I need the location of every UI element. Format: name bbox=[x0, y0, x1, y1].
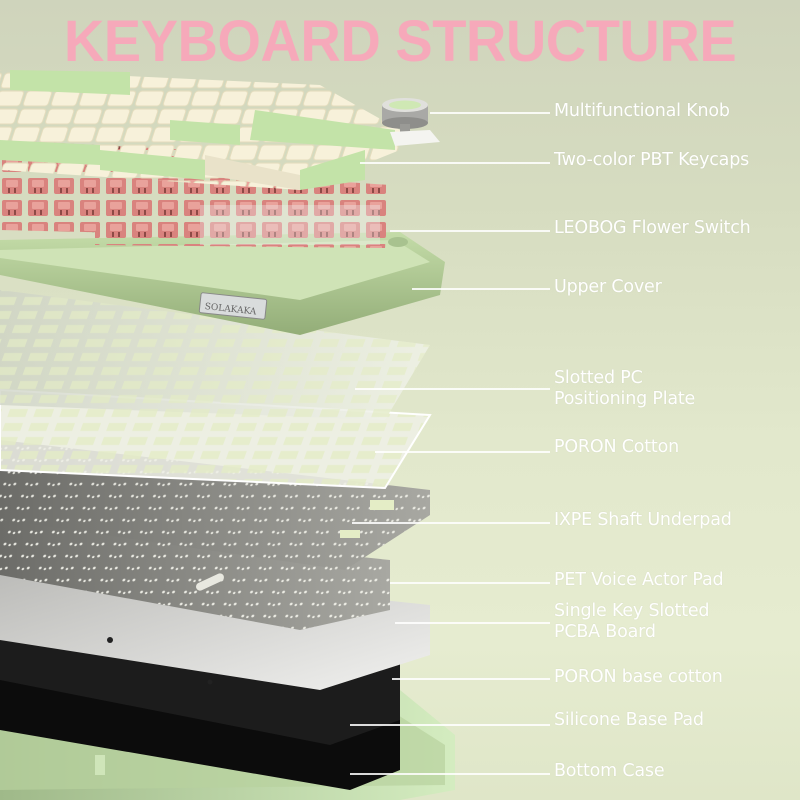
leader-line-bottom-case bbox=[350, 773, 550, 775]
label-bottom-case: Bottom Case bbox=[554, 761, 665, 781]
upper-cover-layer: SOLAKAKA bbox=[0, 232, 445, 335]
label-pcba-line-1: Single Key Slotted bbox=[554, 601, 710, 621]
leader-line-poron-base bbox=[392, 678, 550, 680]
label-upper-cover: Upper Cover bbox=[554, 277, 662, 297]
label-poron-cotton: PORON Cotton bbox=[554, 437, 679, 457]
label-pcba: Single Key Slotted PCBA Board bbox=[554, 601, 710, 643]
leader-line-pc-plate bbox=[355, 388, 550, 390]
pet-pad-layer bbox=[0, 520, 390, 630]
leader-line-poron-cotton bbox=[375, 451, 550, 453]
label-knob: Multifunctional Knob bbox=[554, 101, 730, 121]
leader-line-switch bbox=[390, 230, 550, 232]
leader-line-keycaps bbox=[360, 162, 550, 164]
keycaps-layer bbox=[0, 70, 400, 190]
pc-plate-layer bbox=[0, 290, 430, 420]
knob-layer bbox=[382, 98, 440, 146]
leader-line-silicone-pad bbox=[350, 724, 550, 726]
label-pc-plate-line-1: Slotted PC bbox=[554, 368, 643, 388]
leader-line-pcba bbox=[395, 622, 550, 624]
label-ixpe-underpad: IXPE Shaft Underpad bbox=[554, 510, 732, 530]
label-pet-pad: PET Voice Actor Pad bbox=[554, 570, 724, 590]
label-pc-plate-line-2: Positioning Plate bbox=[554, 389, 696, 409]
label-pc-plate: Slotted PC Positioning Plate bbox=[554, 368, 695, 410]
leader-line-pet-pad bbox=[390, 582, 550, 584]
leader-line-knob bbox=[430, 112, 550, 114]
label-poron-base: PORON base cotton bbox=[554, 667, 723, 687]
label-switch: LEOBOG Flower Switch bbox=[554, 218, 751, 238]
label-keycaps: Two-color PBT Keycaps bbox=[554, 150, 750, 170]
label-silicone-pad: Silicone Base Pad bbox=[554, 710, 704, 730]
leader-line-ixpe-underpad bbox=[352, 522, 550, 524]
leader-line-upper-cover bbox=[412, 288, 550, 290]
diagram-title: KEYBOARD STRUCTURE bbox=[63, 7, 737, 74]
label-pcba-line-2: PCBA Board bbox=[554, 622, 656, 642]
